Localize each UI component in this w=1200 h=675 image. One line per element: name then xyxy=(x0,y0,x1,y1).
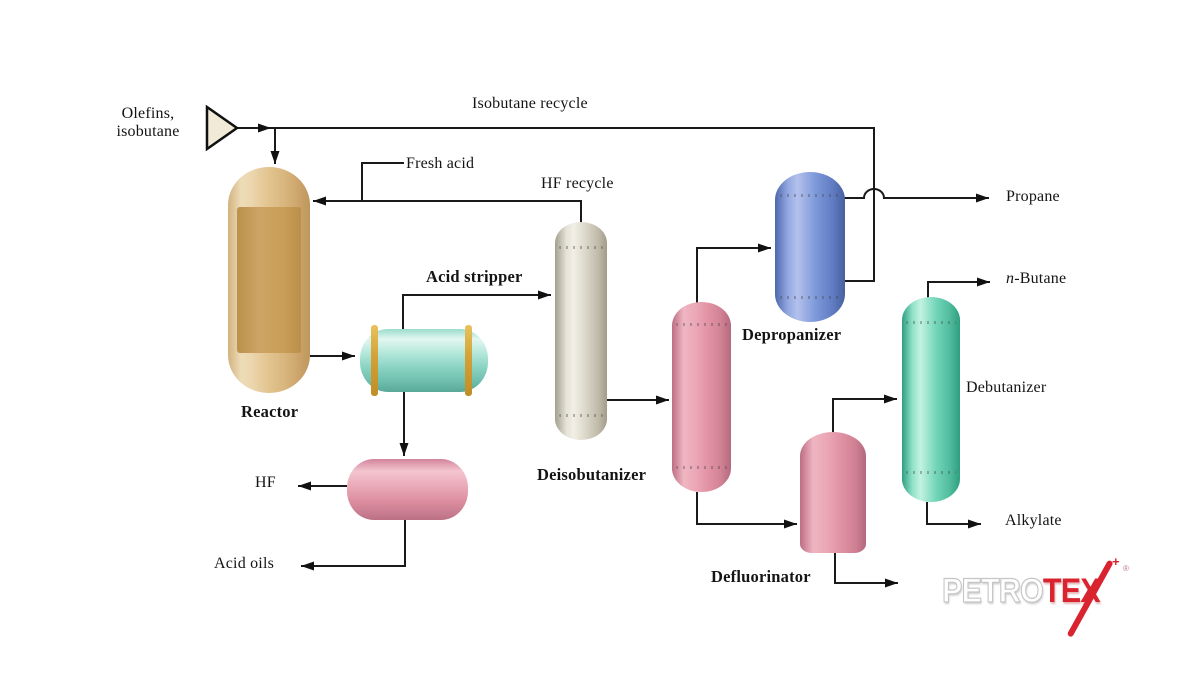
flange-ring xyxy=(906,471,956,474)
label-depropanizer: Depropanizer xyxy=(742,325,842,344)
feed-triangle-icon xyxy=(205,104,240,152)
label-reactor: Reactor xyxy=(241,402,299,421)
line-isobutane-recycle-loop xyxy=(237,127,875,282)
petrotex-logo-text: PETROTEX xyxy=(941,571,1100,611)
label-hf-recycle: HF recycle xyxy=(541,175,614,192)
flange-ring xyxy=(779,296,841,299)
logo-registered-mark: ® xyxy=(1123,564,1129,573)
label-defluorinator: Defluorinator xyxy=(711,567,811,586)
label-feed: Olefins, isobutane xyxy=(96,105,200,141)
label-alkylate: Alkylate xyxy=(1005,512,1062,529)
settler-band-right xyxy=(465,325,472,396)
line-propane-out xyxy=(844,188,989,203)
flange-ring xyxy=(906,321,956,324)
flange-ring xyxy=(779,194,841,197)
label-propane: Propane xyxy=(1006,188,1060,205)
label-deisobutanizer: Deisobutanizer xyxy=(537,465,647,484)
acid-stripper-column xyxy=(555,222,607,440)
line-n-butane-out xyxy=(927,277,990,298)
hf-separator-drum xyxy=(347,459,468,520)
line-defluorinator-to-debutanizer xyxy=(832,394,897,432)
flange-ring xyxy=(676,323,727,326)
label-fresh-acid: Fresh acid xyxy=(406,155,475,172)
defluorinator-drum xyxy=(800,432,866,553)
label-n-butane: n-Butane xyxy=(1006,270,1066,288)
flange-ring xyxy=(558,414,604,417)
logo-plus-icon: + xyxy=(1112,554,1120,569)
line-alkylate-out xyxy=(926,502,981,529)
line-defluorinator-bottoms xyxy=(834,553,898,588)
line-settler-to-acid-stripper xyxy=(402,290,551,329)
label-acid-oils: Acid oils xyxy=(214,555,275,572)
petrotex-logo: PETROTEX + ® xyxy=(912,554,1142,651)
label-feed-line1: Olefins, xyxy=(121,105,175,122)
line-deisobutanizer-to-defluorinator xyxy=(696,492,797,529)
depropanizer-vessel xyxy=(775,172,845,322)
deisobutanizer-column xyxy=(672,302,731,492)
reactor-inner-shell xyxy=(237,207,301,353)
line-acid-oils-out xyxy=(301,520,406,571)
flange-ring xyxy=(676,466,727,469)
settler-band-left xyxy=(371,325,378,396)
logo-petro-text: PETRO xyxy=(941,571,1044,610)
line-fresh-acid xyxy=(361,162,404,200)
label-n-butane-suffix: -Butane xyxy=(1014,270,1067,287)
label-debutanizer: Debutanizer xyxy=(966,379,1047,396)
label-feed-line2: isobutane xyxy=(116,123,180,140)
line-deisobutanizer-to-depropanizer xyxy=(696,243,771,303)
label-acid-stripper: Acid stripper xyxy=(426,267,523,286)
label-isobutane-recycle: Isobutane recycle xyxy=(472,95,588,112)
line-hf-recycle xyxy=(313,196,582,224)
label-n-butane-prefix: n xyxy=(1006,270,1015,287)
debutanizer-column xyxy=(902,297,960,502)
label-hf: HF xyxy=(255,474,276,491)
flange-ring xyxy=(558,246,604,249)
